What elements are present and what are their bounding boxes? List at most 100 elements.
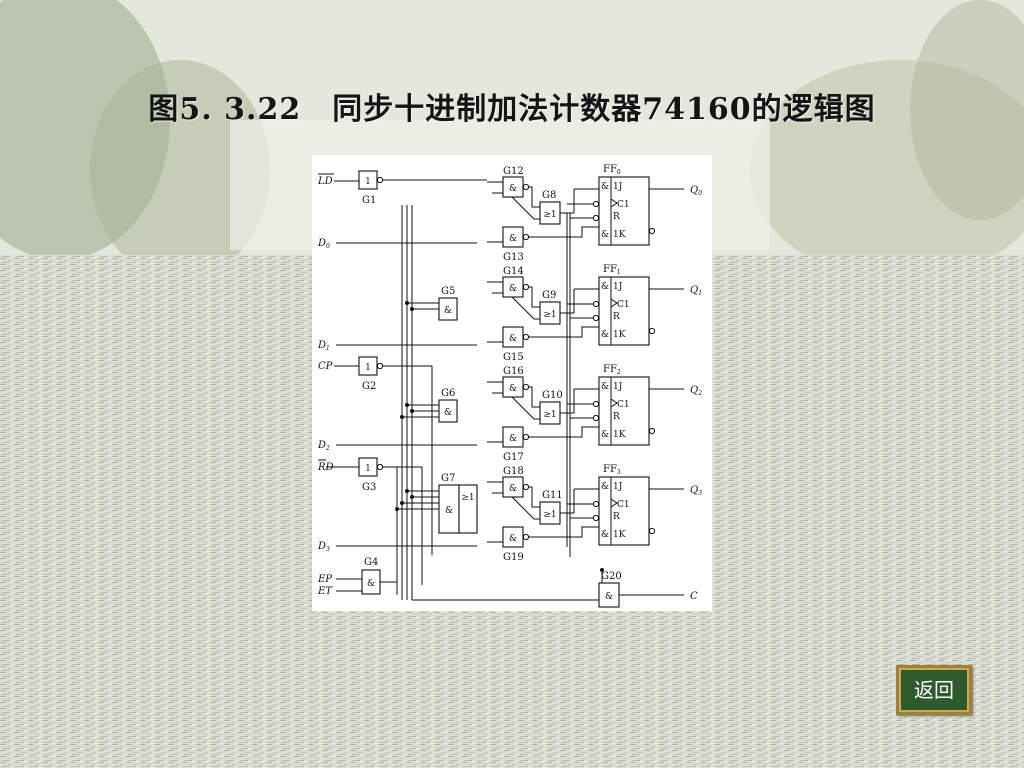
ff-pin-r: R <box>613 212 620 222</box>
flip-flop-label-0: FF0 <box>603 164 621 176</box>
input-label-et: ET <box>317 586 333 597</box>
input-label-rd: RD <box>317 462 334 473</box>
gate-g10-symbol: ≥1 <box>543 410 556 420</box>
ff-pin-c1: C1 <box>617 300 630 310</box>
gate-label-g5: G5 <box>441 286 455 297</box>
ff-pin-r: R <box>613 412 620 422</box>
wire <box>529 526 599 538</box>
wire <box>529 286 540 308</box>
wire <box>529 186 540 208</box>
gate-label-g17: G17 <box>503 452 524 463</box>
ff-j-and: & <box>601 482 609 492</box>
inversion-bubble <box>648 527 656 535</box>
inversion-bubble <box>522 483 530 491</box>
ff-k-and: & <box>601 430 609 440</box>
back-button[interactable]: 返回 <box>896 665 972 715</box>
wire <box>511 396 540 420</box>
inversion-bubble <box>522 383 530 391</box>
output-label-q2: Q2 <box>690 385 702 397</box>
gate-g4-symbol: & <box>367 579 375 589</box>
inversion-bubble <box>592 500 600 508</box>
ff-k-and: & <box>601 530 609 540</box>
ff-k-and: & <box>601 230 609 240</box>
inversion-bubble <box>522 433 530 441</box>
wire <box>511 496 540 520</box>
inversion-bubble <box>376 362 384 370</box>
gate-label-g8: G8 <box>542 190 556 201</box>
gate-label-g1: G1 <box>362 195 376 206</box>
clock-triangle <box>610 198 618 208</box>
ff-j-and: & <box>601 382 609 392</box>
wire <box>529 226 599 238</box>
clock-triangle <box>610 398 618 408</box>
gate-label-g4: G4 <box>364 557 378 568</box>
gate-label-g13: G13 <box>503 252 524 263</box>
flip-flop-label-2: FF2 <box>603 364 621 376</box>
ff-pin-k: 1K <box>613 230 626 240</box>
input-label-d3: D3 <box>317 541 330 553</box>
gate-label-g12: G12 <box>503 166 524 177</box>
gate-g7-or-symbol: ≥1 <box>461 493 474 503</box>
ff-pin-c1: C1 <box>617 400 630 410</box>
inversion-bubble <box>522 283 530 291</box>
gate-label-g3: G3 <box>362 482 376 493</box>
ff-pin-j: 1J <box>613 382 623 392</box>
ff-pin-r: R <box>613 512 620 522</box>
ff-pin-j: 1J <box>613 282 623 292</box>
gate-g2-symbol: 1 <box>365 363 371 373</box>
gate-label-g14: G14 <box>503 266 524 277</box>
inversion-bubble <box>376 463 384 471</box>
gate-label-g19: G19 <box>503 552 524 563</box>
gate-label-g18: G18 <box>503 466 524 477</box>
ff-pin-k: 1K <box>613 430 626 440</box>
output-label-q0: Q0 <box>690 185 702 197</box>
gate-g3-symbol: 1 <box>365 464 371 474</box>
gate-label-g7: G7 <box>441 473 455 484</box>
output-label-q3: Q3 <box>690 485 702 497</box>
ff-pin-c1: C1 <box>617 500 630 510</box>
wire <box>529 326 599 338</box>
gate-g1-symbol: 1 <box>365 177 371 187</box>
gate-label-g16: G16 <box>503 366 524 377</box>
gate-g13-symbol: & <box>509 234 517 244</box>
ff-pin-j: 1J <box>613 482 623 492</box>
gate-label-g2: G2 <box>362 381 376 392</box>
gate-g14-symbol: & <box>509 284 517 294</box>
clock-triangle <box>610 498 618 508</box>
gate-g19-symbol: & <box>509 534 517 544</box>
wire <box>511 196 540 220</box>
inversion-bubble <box>592 200 600 208</box>
gate-g6-symbol: & <box>444 408 452 418</box>
gate-g11-symbol: ≥1 <box>543 510 556 520</box>
flip-flop-2 <box>598 376 650 446</box>
wire <box>529 486 540 508</box>
gate-g17-symbol: & <box>509 434 517 444</box>
gate-g8-symbol: ≥1 <box>543 210 556 220</box>
input-label-ep: EP <box>317 574 332 585</box>
inversion-bubble <box>376 176 384 184</box>
inversion-bubble <box>592 414 600 422</box>
output-label-q1: Q1 <box>690 285 702 297</box>
gate-g9-symbol: ≥1 <box>543 310 556 320</box>
wire <box>529 426 599 438</box>
gate-g16-symbol: & <box>509 384 517 394</box>
inversion-bubble <box>522 183 530 191</box>
wire <box>511 296 540 320</box>
input-label-d1: D1 <box>317 340 330 352</box>
gate-g12-symbol: & <box>509 184 517 194</box>
input-label-d2: D2 <box>317 440 330 452</box>
ff-pin-j: 1J <box>613 182 623 192</box>
gate-g20-symbol: & <box>605 592 613 602</box>
flip-flop-1 <box>598 276 650 346</box>
ff-k-and: & <box>601 330 609 340</box>
gate-label-g10: G10 <box>542 390 563 401</box>
inversion-bubble <box>592 400 600 408</box>
input-label-cp: CP <box>318 361 333 372</box>
gate-label-g6: G6 <box>441 388 455 399</box>
gate-label-g20: G20 <box>601 571 622 582</box>
ff-pin-k: 1K <box>613 530 626 540</box>
inversion-bubble <box>522 533 530 541</box>
inversion-bubble <box>522 333 530 341</box>
inversion-bubble <box>648 227 656 235</box>
